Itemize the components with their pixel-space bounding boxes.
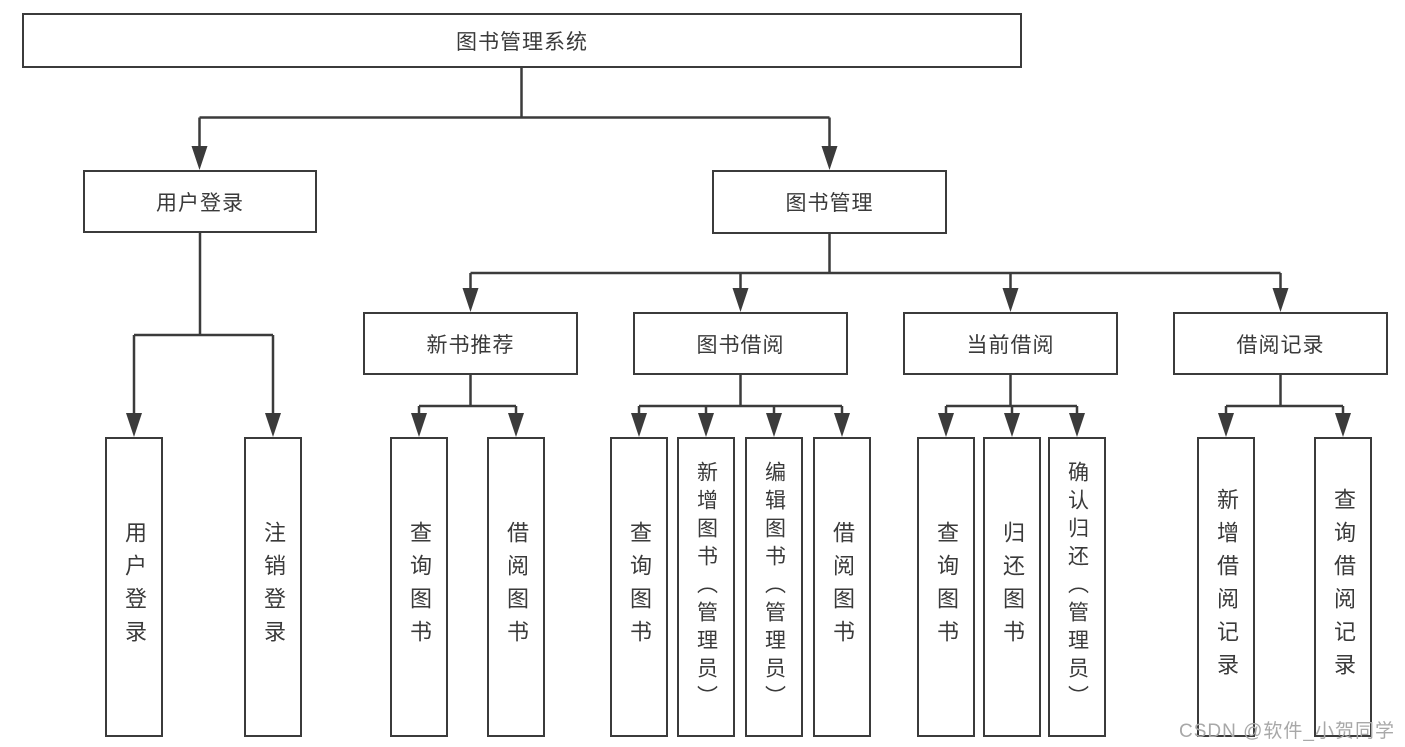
node-book-borrow: 图书借阅 bbox=[633, 312, 848, 375]
leaf-label: 借阅图书 bbox=[830, 521, 855, 653]
node-new-book-recommend: 新书推荐 bbox=[363, 312, 578, 375]
node-label: 图书管理 bbox=[785, 192, 874, 215]
leaf-label: 注销登录 bbox=[261, 521, 286, 653]
node-label: 图书管理系统 bbox=[456, 30, 588, 54]
node-current-borrow: 当前借阅 bbox=[903, 312, 1118, 375]
leaf-query-books: 查询图书 bbox=[917, 437, 975, 737]
leaf-edit-books-admin: 编辑图书（管理员） bbox=[745, 437, 803, 737]
csdn-watermark: CSDN @软件_小贺同学 bbox=[1179, 721, 1395, 742]
node-label: 当前借阅 bbox=[966, 333, 1055, 357]
node-library-management-system: 图书管理系统 bbox=[22, 13, 1022, 68]
leaf-query-books: 查询图书 bbox=[390, 437, 448, 737]
node-user-login: 用户登录 bbox=[83, 170, 317, 233]
leaf-label: 查询图书 bbox=[627, 521, 652, 653]
leaf-label: 用户登录 bbox=[122, 521, 147, 653]
node-book-management: 图书管理 bbox=[712, 170, 947, 234]
leaf-borrow-books: 借阅图书 bbox=[487, 437, 545, 737]
leaf-query-books: 查询图书 bbox=[610, 437, 668, 737]
leaf-label: 新增借阅记录 bbox=[1214, 488, 1239, 686]
leaf-logout: 注销登录 bbox=[244, 437, 302, 737]
leaf-user-login: 用户登录 bbox=[105, 437, 163, 737]
leaf-return-books: 归还图书 bbox=[983, 437, 1041, 737]
leaf-label: 确认归还（管理员） bbox=[1065, 461, 1089, 713]
node-label: 用户登录 bbox=[156, 191, 244, 215]
leaf-label: 归还图书 bbox=[1000, 521, 1025, 653]
node-label: 借阅记录 bbox=[1236, 333, 1325, 357]
leaf-label: 新增图书（管理员） bbox=[694, 461, 718, 713]
leaf-label: 查询图书 bbox=[934, 521, 959, 653]
leaf-add-borrow-record: 新增借阅记录 bbox=[1197, 437, 1255, 737]
node-label: 图书借阅 bbox=[696, 333, 785, 357]
leaf-confirm-return-admin: 确认归还（管理员） bbox=[1048, 437, 1106, 737]
leaf-query-borrow-record: 查询借阅记录 bbox=[1314, 437, 1372, 737]
leaf-label: 查询图书 bbox=[407, 521, 432, 653]
leaf-add-books-admin: 新增图书（管理员） bbox=[677, 437, 735, 737]
leaf-label: 编辑图书（管理员） bbox=[762, 461, 786, 713]
leaf-label: 查询借阅记录 bbox=[1331, 488, 1356, 686]
node-borrow-records: 借阅记录 bbox=[1173, 312, 1388, 375]
leaf-label: 借阅图书 bbox=[504, 521, 529, 653]
node-label: 新书推荐 bbox=[426, 333, 515, 357]
leaf-borrow-books: 借阅图书 bbox=[813, 437, 871, 737]
